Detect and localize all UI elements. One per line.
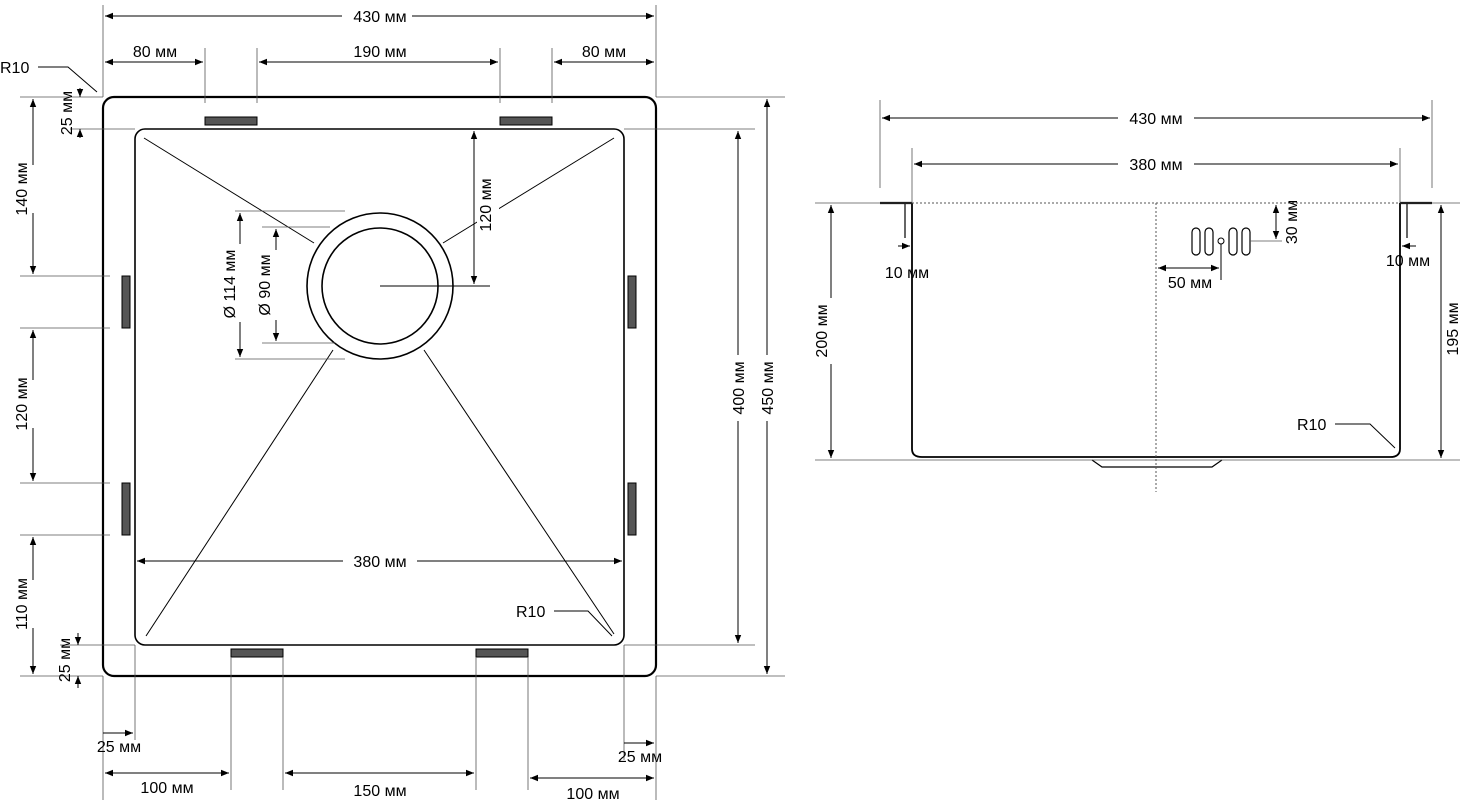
side-dim-overflow-50: 50 мм — [1168, 275, 1212, 292]
sink-outer-outline — [101, 95, 658, 678]
overflow-slot-2 — [1204, 227, 1214, 256]
dim-bottom-100-left: 100 мм — [140, 780, 193, 797]
bracket-bottom-left — [230, 648, 284, 658]
dim-drain-90: Ø 90 мм — [257, 254, 274, 315]
side-dim-inner-380: 380 мм — [1129, 157, 1182, 174]
dim-depth-400: 400 мм — [731, 361, 748, 414]
dim-bracket-middle: 190 мм — [353, 44, 406, 61]
dim-depth-450: 450 мм — [760, 361, 777, 414]
bowl-inner-outline — [134, 128, 625, 646]
overflow-slot-1 — [1191, 227, 1201, 256]
bracket-top-left — [204, 116, 258, 126]
bracket-right-lower — [627, 482, 637, 536]
dim-drain-offset: 120 мм — [478, 178, 495, 231]
side-dim-height-200: 200 мм — [814, 304, 831, 357]
dim-drain-114: Ø 114 мм — [222, 250, 239, 319]
side-view: 430 мм 380 мм 30 мм 10 мм 10 мм 50 мм 20… — [814, 100, 1461, 492]
bowl-side-profile — [911, 203, 1401, 458]
dim-bottom-flange: 25 мм — [57, 638, 74, 682]
dim-bottom-150: 150 мм — [353, 783, 406, 800]
dim-top-flange: 25 мм — [59, 91, 76, 135]
dim-left-120: 120 мм — [14, 377, 31, 430]
dim-inner-380: 380 мм — [353, 554, 406, 571]
overflow-slot-4 — [1241, 227, 1251, 256]
dim-bottom-left-25: 25 мм — [97, 739, 141, 756]
dim-bottom-100-right: 100 мм — [566, 786, 619, 800]
bracket-top-right — [499, 116, 553, 126]
dim-left-140: 140 мм — [14, 162, 31, 215]
side-label-radius: R10 — [1297, 417, 1326, 434]
side-dim-flange-left: 10 мм — [885, 265, 929, 282]
label-radius-inner: R10 — [516, 604, 545, 621]
bracket-bottom-right — [475, 648, 529, 658]
label-radius-outer: R10 — [0, 60, 29, 77]
bracket-left-lower — [121, 482, 131, 536]
side-dim-overflow-30: 30 мм — [1284, 200, 1301, 244]
dim-bracket-left: 80 мм — [133, 44, 177, 61]
bracket-left-upper — [121, 275, 131, 329]
dim-bottom-right-25: 25 мм — [618, 749, 662, 766]
top-view: 430 мм 80 мм 190 мм 80 мм R10 25 мм 140 … — [0, 5, 785, 800]
side-dim-flange-right: 10 мм — [1386, 253, 1430, 270]
dim-left-110: 110 мм — [14, 578, 31, 630]
dim-bracket-right: 80 мм — [582, 44, 626, 61]
dim-width-430: 430 мм — [353, 9, 406, 26]
side-dim-height-195: 195 мм — [1445, 302, 1461, 355]
bracket-right-upper — [627, 275, 637, 329]
overflow-slot-3 — [1228, 227, 1238, 256]
side-dim-width-430: 430 мм — [1129, 111, 1182, 128]
